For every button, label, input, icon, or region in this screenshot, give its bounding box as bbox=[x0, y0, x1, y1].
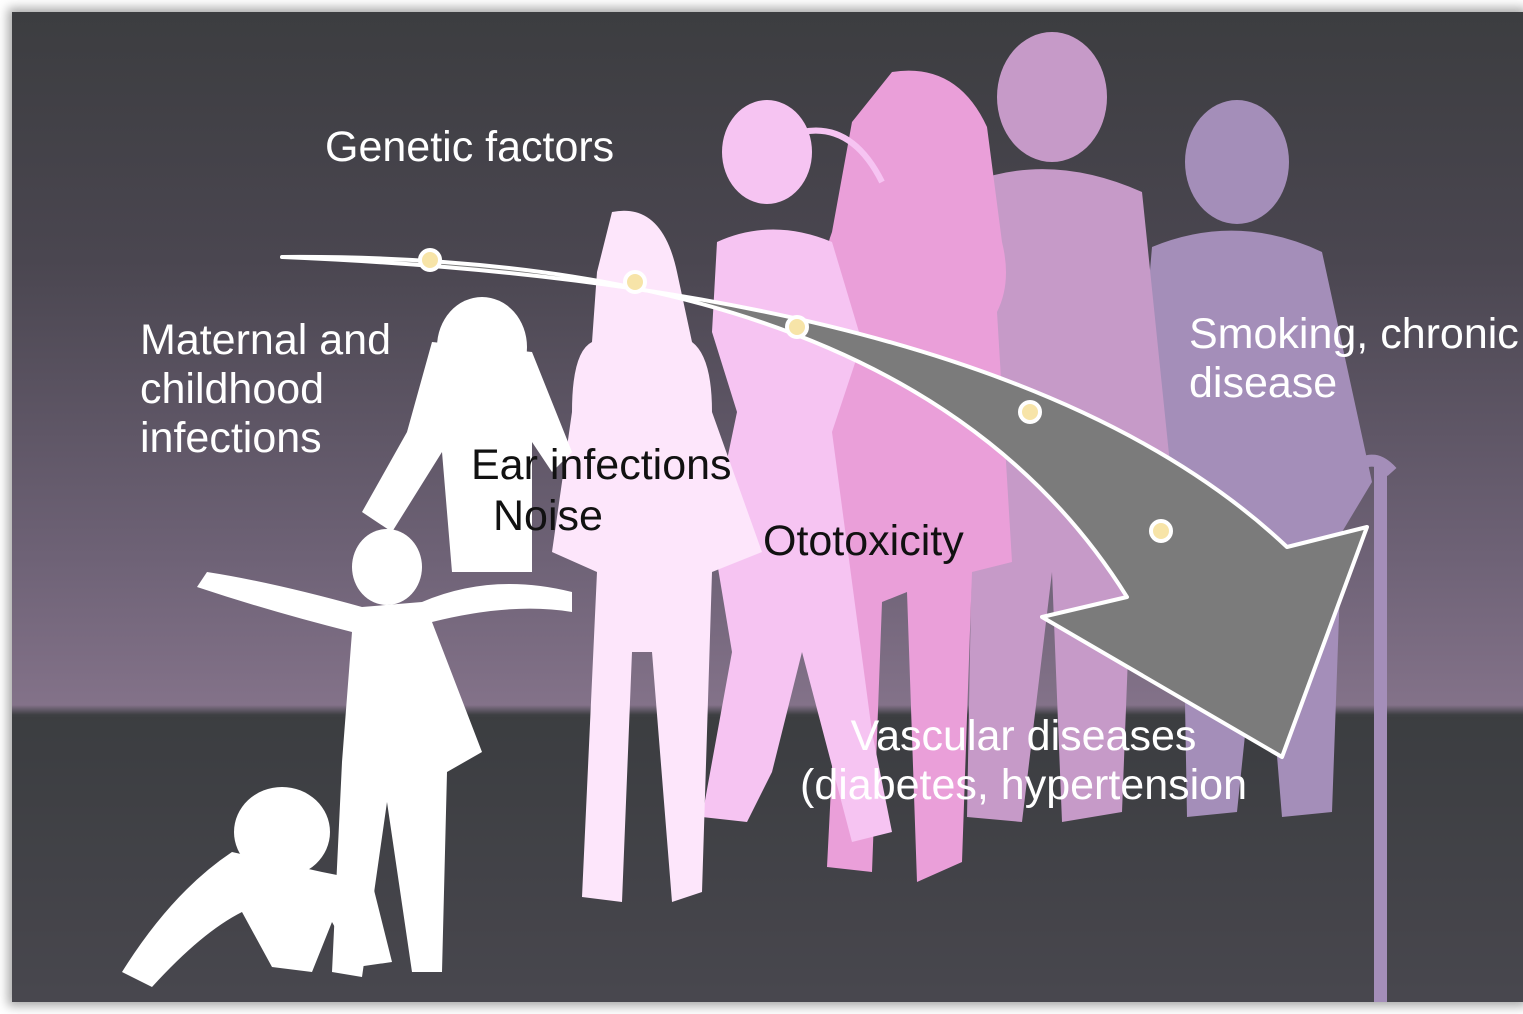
arrow-dot bbox=[787, 317, 807, 337]
arrow-dot bbox=[625, 272, 645, 292]
arrow-dot bbox=[1020, 402, 1040, 422]
label-maternal-childhood-infections: Maternal and childhood infections bbox=[140, 316, 391, 463]
arrow-dot bbox=[1151, 521, 1171, 541]
label-smoking-chronic-disease: Smoking, chronic disease bbox=[1189, 310, 1523, 408]
label-genetic-factors: Genetic factors bbox=[325, 123, 614, 172]
label-ear-infections: Ear infections bbox=[471, 441, 732, 490]
arrow-dot bbox=[420, 250, 440, 270]
diagram-frame: Genetic factors Maternal and childhood i… bbox=[12, 12, 1523, 1002]
label-noise: Noise bbox=[493, 492, 603, 541]
label-ototoxicity: Ototoxicity bbox=[763, 517, 964, 566]
label-vascular-diseases: Vascular diseases (diabetes, hypertensio… bbox=[800, 712, 1247, 810]
life-course-scene bbox=[12, 12, 1523, 1002]
